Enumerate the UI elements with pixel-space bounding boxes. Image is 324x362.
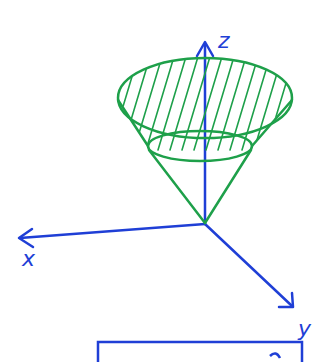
box-mark [270, 353, 280, 358]
x-arrowhead [19, 229, 33, 247]
axis-label: z [218, 30, 230, 52]
axis-label: x [22, 248, 35, 270]
cone-side [205, 150, 251, 223]
cut-off-box [98, 342, 302, 362]
axes [19, 42, 293, 307]
inner-circle [148, 131, 252, 161]
z-arrowhead [197, 42, 213, 56]
x-axis [20, 224, 205, 238]
cone [110, 50, 308, 223]
cone-side [149, 150, 205, 223]
box-outline [98, 342, 302, 362]
y-axis [205, 224, 292, 306]
axis-label: y [298, 318, 311, 340]
band-edge [118, 100, 148, 146]
band-edge [252, 100, 292, 146]
y-arrowhead [279, 293, 293, 307]
top-ellipse [118, 58, 292, 138]
hatching [110, 50, 308, 150]
